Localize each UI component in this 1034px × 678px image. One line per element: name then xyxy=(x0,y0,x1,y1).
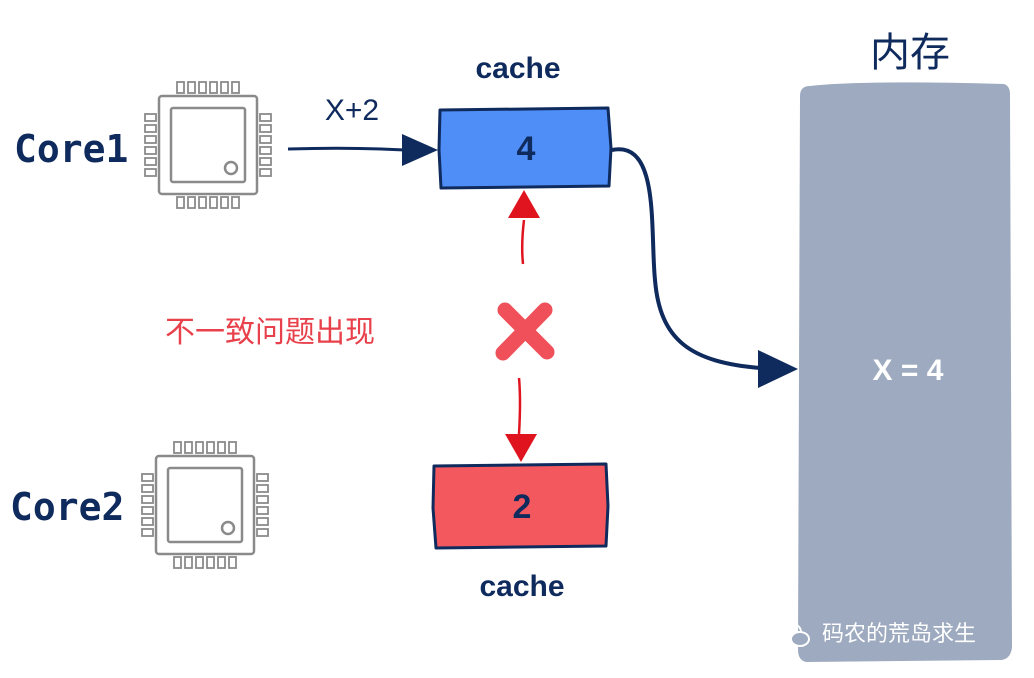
memory-block: 内存 X = 4 xyxy=(798,30,1012,662)
core2-cache-value: 2 xyxy=(513,488,532,526)
write-op-label: X+2 xyxy=(325,94,379,127)
writeback-arrow xyxy=(611,147,798,388)
core2-chip-icon xyxy=(141,441,269,569)
sync-arrow-down-line xyxy=(517,377,522,435)
write-arrow: X+2 xyxy=(287,94,438,166)
failure-x-icon xyxy=(495,302,555,361)
write-arrow-line xyxy=(287,146,406,152)
watermark: 码农的荒岛求生 xyxy=(778,622,976,647)
wechat-icon xyxy=(778,622,810,647)
core2-label: Core2 xyxy=(10,485,124,529)
memory-title: 内存 xyxy=(870,30,950,76)
sync-arrow-up-line xyxy=(520,219,526,265)
core2-cache: 2 cache xyxy=(431,462,610,603)
core1-cache-box xyxy=(437,106,613,190)
writeback-arrow-line xyxy=(611,147,761,370)
sync-arrow-down xyxy=(505,377,537,462)
core1-cache-value: 4 xyxy=(517,130,536,168)
core1-label: Core1 xyxy=(14,127,128,171)
core2-cache-title: cache xyxy=(479,570,564,603)
core2-cache-box xyxy=(431,462,610,550)
memory-value: X = 4 xyxy=(873,354,944,387)
core1-cache: cache 4 xyxy=(437,52,613,190)
write-arrow-head xyxy=(402,134,438,166)
sync-arrow-down-head xyxy=(505,434,537,462)
watermark-text: 码农的荒岛求生 xyxy=(822,622,976,647)
sync-arrow-up-head xyxy=(508,190,540,218)
writeback-arrow-head xyxy=(758,350,798,388)
core1-chip-icon xyxy=(144,81,272,209)
memory-rect xyxy=(798,82,1012,662)
sync-arrow-up xyxy=(508,190,540,265)
core1-cache-title: cache xyxy=(475,52,560,85)
inconsistency-label: 不一致问题出现 xyxy=(165,315,375,350)
